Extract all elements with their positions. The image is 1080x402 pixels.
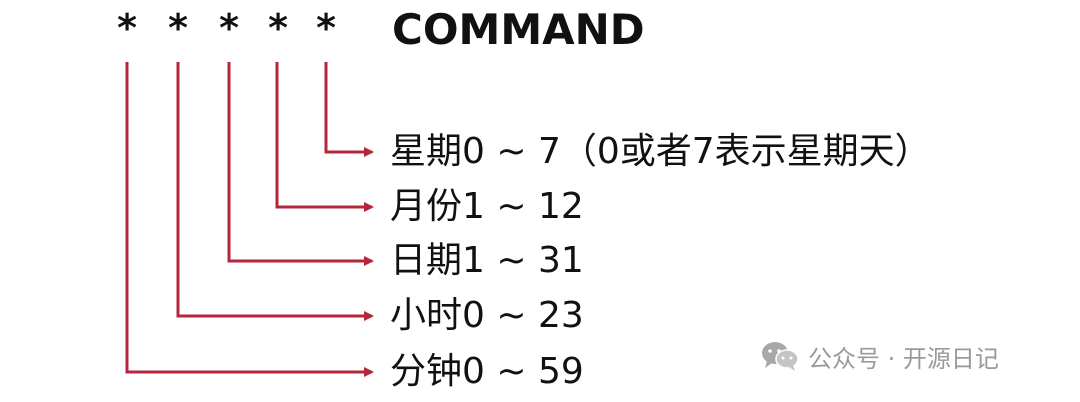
label-weekday: 星期0 ~ 7（0或者7表示星期天） — [390, 131, 931, 172]
asterisk-minute: * — [117, 6, 137, 50]
connector-month — [275, 62, 374, 212]
wechat-icon — [762, 342, 799, 371]
label-day: 日期1 ~ 31 — [390, 240, 584, 281]
label-minute: 分钟0 ~ 59 — [390, 351, 584, 392]
asterisk-day: * — [219, 6, 239, 50]
asterisk-month: * — [268, 6, 288, 50]
asterisk-weekday: * — [316, 6, 336, 50]
watermark: 公众号 · 开源日记 — [760, 336, 999, 376]
label-hour: 小时0 ~ 23 — [390, 295, 584, 336]
command-title: COMMAND — [392, 5, 645, 54]
connector-weekday — [324, 62, 374, 157]
connector-hour — [176, 62, 374, 321]
connector-minute — [125, 62, 374, 377]
watermark-text: 公众号 · 开源日记 — [808, 344, 999, 373]
label-month: 月份1 ~ 12 — [390, 186, 584, 227]
connector-day — [227, 62, 374, 266]
asterisk-hour: * — [168, 6, 188, 50]
